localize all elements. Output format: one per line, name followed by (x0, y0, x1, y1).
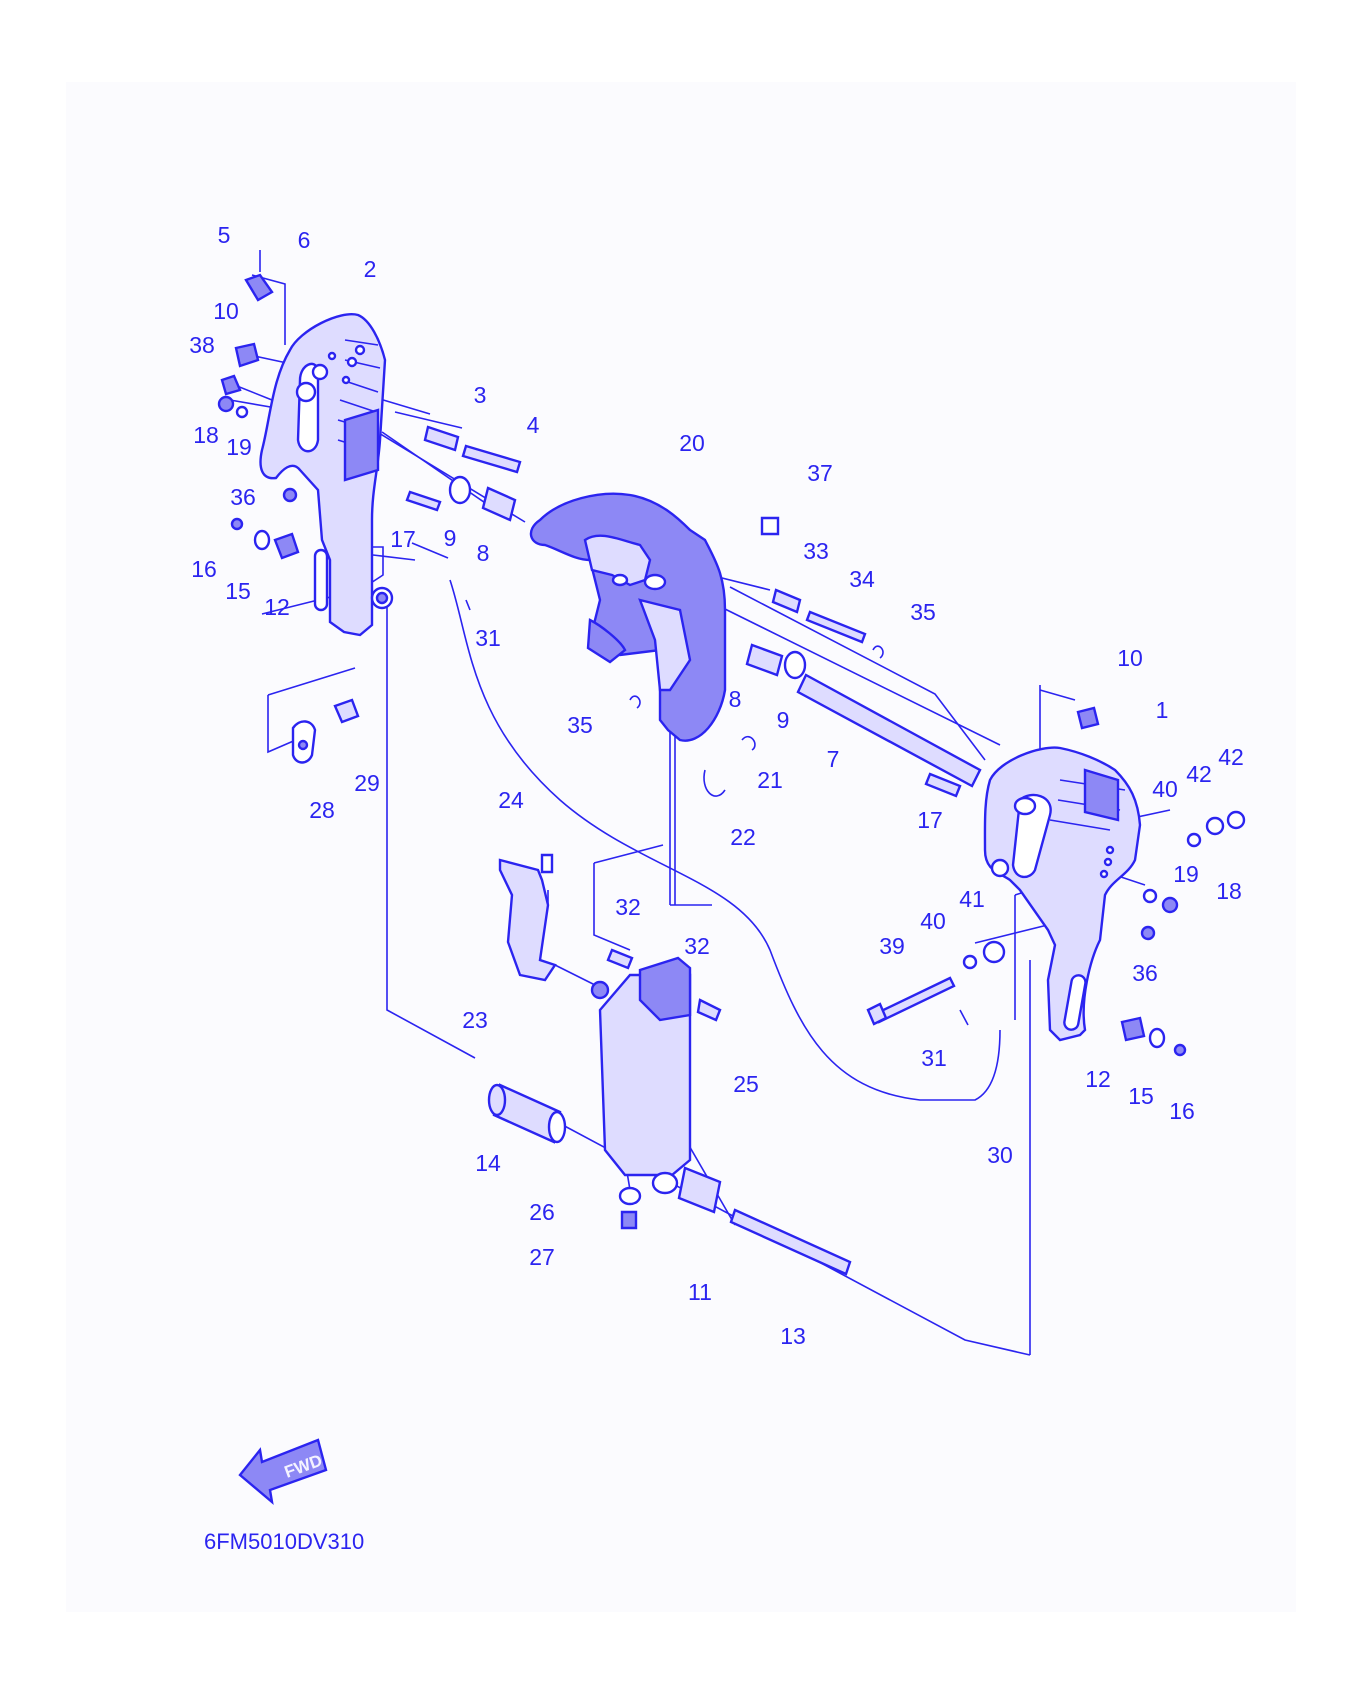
callout-28: 28 (309, 797, 335, 823)
callout-30: 30 (987, 1142, 1013, 1168)
callout-40b: 40 (920, 908, 946, 934)
callout-38: 38 (189, 332, 215, 358)
callout-22: 22 (730, 824, 756, 850)
callout-24: 24 (498, 787, 524, 813)
callout-1: 1 (1156, 697, 1169, 723)
callout-11: 11 (688, 1279, 712, 1305)
callout-35b: 35 (910, 599, 936, 625)
callout-13: 13 (780, 1323, 806, 1349)
callout-26: 26 (529, 1199, 555, 1225)
diagram-code: 6FM5010DV310 (204, 1529, 364, 1554)
callout-23: 23 (462, 1007, 488, 1033)
callout-12a: 12 (264, 594, 290, 620)
callout-31b: 31 (921, 1045, 947, 1071)
exploded-parts-diagram: FWD 1 2 3 4 5 6 7 8 8 9 9 10 10 11 12 12… (189, 222, 1246, 1554)
callout-3: 3 (474, 382, 487, 408)
callout-17a: 17 (390, 526, 416, 552)
right-clamp-bracket (983, 746, 1142, 1042)
callout-32b: 32 (684, 933, 710, 959)
callout-34: 34 (849, 566, 875, 592)
callout-9a: 9 (444, 525, 457, 551)
callout-37: 37 (807, 460, 833, 486)
callout-5: 5 (218, 222, 231, 248)
callout-36b: 36 (1132, 960, 1158, 986)
callout-32a: 32 (615, 894, 641, 920)
callout-41: 41 (959, 886, 985, 912)
callout-42b: 42 (1218, 744, 1244, 770)
callout-18b: 18 (1216, 878, 1242, 904)
callout-42a: 42 (1186, 761, 1212, 787)
callout-31a: 31 (475, 625, 501, 651)
callout-20: 20 (679, 430, 705, 456)
callout-17b: 17 (917, 807, 943, 833)
callout-15b: 15 (1128, 1083, 1154, 1109)
fwd-arrow-icon: FWD (238, 1438, 328, 1506)
callout-labels: 1 2 3 4 5 6 7 8 8 9 9 10 10 11 12 12 13 … (189, 222, 1244, 1349)
callout-9b: 9 (777, 707, 790, 733)
callout-27: 27 (529, 1244, 555, 1270)
callout-10b: 10 (1117, 645, 1143, 671)
callout-36a: 36 (230, 484, 256, 510)
callout-12b: 12 (1085, 1066, 1111, 1092)
callout-14: 14 (475, 1150, 501, 1176)
callout-6: 6 (298, 227, 311, 253)
callout-16b: 16 (1169, 1098, 1195, 1124)
callout-8a: 8 (477, 540, 490, 566)
callout-10a: 10 (213, 298, 239, 324)
callout-4: 4 (527, 412, 540, 438)
callout-16a: 16 (191, 556, 217, 582)
callout-40a: 40 (1152, 776, 1178, 802)
callout-19b: 19 (1173, 861, 1199, 887)
small-parts (217, 250, 1246, 1276)
callout-8b: 8 (729, 686, 742, 712)
callout-35a: 35 (567, 712, 593, 738)
callout-19a: 19 (226, 434, 252, 460)
left-clamp-bracket (259, 313, 394, 637)
callout-18a: 18 (193, 422, 219, 448)
diagram-sheet: FWD 1 2 3 4 5 6 7 8 8 9 9 10 10 11 12 12… (66, 82, 1296, 1612)
callout-39: 39 (879, 933, 905, 959)
callout-21: 21 (757, 767, 783, 793)
swivel-bracket (529, 492, 727, 742)
callout-15a: 15 (225, 578, 251, 604)
callout-7: 7 (827, 746, 840, 772)
callout-2: 2 (364, 256, 377, 282)
callout-33: 33 (803, 538, 829, 564)
callout-25: 25 (733, 1071, 759, 1097)
callout-29: 29 (354, 770, 380, 796)
